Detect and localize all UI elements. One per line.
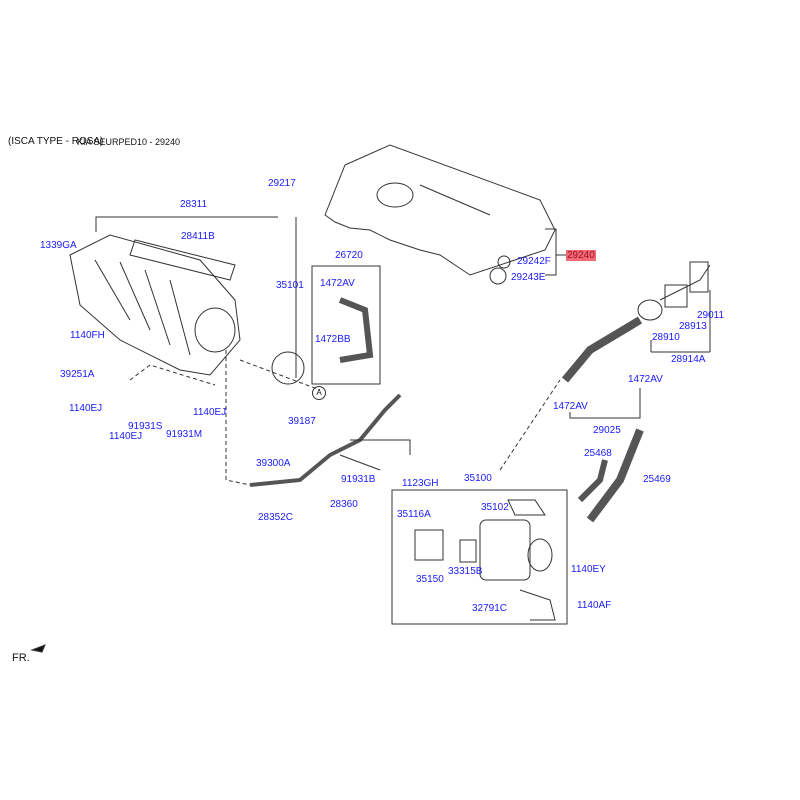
part-label[interactable]: 1140EJ [193, 407, 227, 418]
part-label[interactable]: 35102 [481, 502, 509, 513]
part-label[interactable]: 28914A [671, 354, 706, 365]
part-label[interactable]: 91931M [166, 429, 203, 440]
part-label[interactable]: 1123GH [402, 478, 439, 489]
part-label[interactable]: 39251A [60, 369, 95, 380]
part-label[interactable]: 29217 [268, 178, 296, 189]
part-label[interactable]: 28311 [180, 199, 208, 210]
catalog-caption: KIA SEURPED10 - 29240 [77, 137, 181, 147]
part-label[interactable]: 1140EY [571, 564, 606, 575]
part-label[interactable]: 1140AF [577, 600, 612, 611]
part-label[interactable]: 35116A [397, 509, 431, 520]
part-label[interactable]: 26720 [335, 250, 363, 261]
engine-cover [324, 144, 556, 276]
part-label[interactable]: 25468 [584, 448, 612, 459]
front-direction-label: FR. [12, 652, 30, 664]
part-label[interactable]: 1472AV [628, 374, 663, 385]
part-label[interactable]: 29243E [511, 272, 546, 283]
part-label[interactable]: 28352C [258, 512, 294, 523]
part-label[interactable]: 1472BB [315, 334, 351, 345]
part-label[interactable]: 1472AV [320, 278, 355, 289]
part-label[interactable]: 28360 [330, 499, 358, 510]
part-label[interactable]: 1140EJ [69, 403, 103, 414]
part-label[interactable]: 91931S [128, 421, 163, 432]
part-label[interactable]: 29011 [697, 310, 725, 321]
part-label[interactable]: 32791C [472, 603, 508, 614]
part-label[interactable]: 39300A [256, 458, 291, 469]
part-label[interactable]: 1140FH [70, 330, 105, 341]
part-label[interactable]: 35101 [276, 280, 304, 291]
part-label[interactable]: 28411B [181, 231, 215, 242]
part-label[interactable]: 25469 [643, 474, 671, 485]
variant-caption: (ISCA TYPE - ROSA) [8, 136, 104, 147]
part-label[interactable]: 35150 [416, 574, 444, 585]
part-label[interactable]: 29025 [593, 425, 621, 436]
part-label[interactable]: 33315B [448, 566, 483, 577]
part-label[interactable]: 35100 [464, 473, 492, 484]
part-label[interactable]: 1472AV [553, 401, 588, 412]
intake-manifold [69, 234, 241, 376]
part-label-highlighted[interactable]: 29240 [566, 250, 596, 261]
callout-a: A [312, 386, 326, 400]
part-label[interactable]: 91931B [341, 474, 376, 485]
part-label[interactable]: 29242F [517, 256, 551, 267]
part-label[interactable]: 28910 [652, 332, 680, 343]
part-label[interactable]: 39187 [288, 416, 316, 427]
part-label[interactable]: 1339GA [40, 240, 77, 251]
part-label[interactable]: 1140EJ [109, 431, 143, 442]
part-label[interactable]: 28913 [679, 321, 707, 332]
